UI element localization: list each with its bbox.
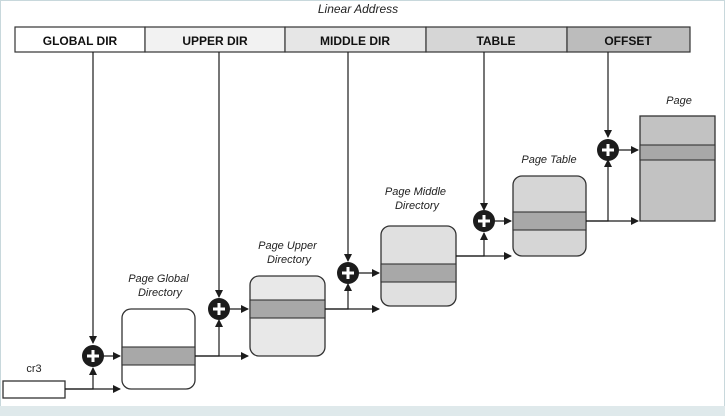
field-offset xyxy=(566,26,691,53)
page-global-directory: Page Global Directory xyxy=(121,273,196,390)
label-line: Page Upper xyxy=(258,240,318,252)
label-line: Directory xyxy=(267,254,313,266)
page-entry-band xyxy=(639,144,716,161)
plus-circle-icon xyxy=(208,298,230,320)
field-label-global-dir: GLOBAL DIR xyxy=(43,34,118,48)
page-table-label: Page Table xyxy=(521,154,576,166)
plus-circle-icon xyxy=(473,210,495,232)
field-label-upper-dir: UPPER DIR xyxy=(182,34,248,48)
arrow-table-to-adder5 xyxy=(586,159,612,222)
linear-address-title: Linear Address xyxy=(318,2,398,16)
plus-circle-icon xyxy=(337,262,359,284)
plus-circle-icon xyxy=(597,139,619,161)
connectors xyxy=(65,52,639,393)
page-middle-directory-label: Page Middle Directory xyxy=(385,186,449,212)
page-middle-directory: Page Middle Directory xyxy=(380,186,457,307)
arrow-cr3-up xyxy=(65,367,97,390)
adders xyxy=(82,139,619,367)
label-line: Directory xyxy=(395,200,441,212)
arrow-middle-to-adder4 xyxy=(456,232,488,257)
table-entry-band xyxy=(380,263,457,283)
table-entry-band xyxy=(512,211,587,231)
page-frame: Page xyxy=(639,95,716,222)
linear-address-bar: GLOBAL DIR UPPER DIR MIDDLE DIR TABLE OF… xyxy=(14,26,691,53)
field-label-middle-dir: MIDDLE DIR xyxy=(320,34,390,48)
cr3-register: cr3 xyxy=(2,363,66,399)
bottom-strip xyxy=(0,406,725,416)
arrow-global-to-adder2 xyxy=(195,319,223,357)
field-upper-dir xyxy=(144,26,286,53)
label-line: Page Middle xyxy=(385,186,446,198)
field-label-offset: OFFSET xyxy=(604,34,652,48)
plus-circle-icon xyxy=(82,345,104,367)
table-entry-band xyxy=(121,346,196,366)
page-upper-directory-label: Page Upper Directory xyxy=(258,240,320,266)
table-entry-band xyxy=(249,299,326,319)
page-upper-directory: Page Upper Directory xyxy=(249,240,326,357)
field-label-table: TABLE xyxy=(476,34,515,48)
page-table: Page Table xyxy=(512,154,587,257)
cr3-label: cr3 xyxy=(26,363,41,375)
arrow-upper-to-adder3 xyxy=(325,283,352,310)
label-line: Page Global xyxy=(128,273,189,285)
page-label: Page xyxy=(666,95,692,107)
label-line: Directory xyxy=(138,287,184,299)
page-global-directory-label: Page Global Directory xyxy=(128,273,192,299)
